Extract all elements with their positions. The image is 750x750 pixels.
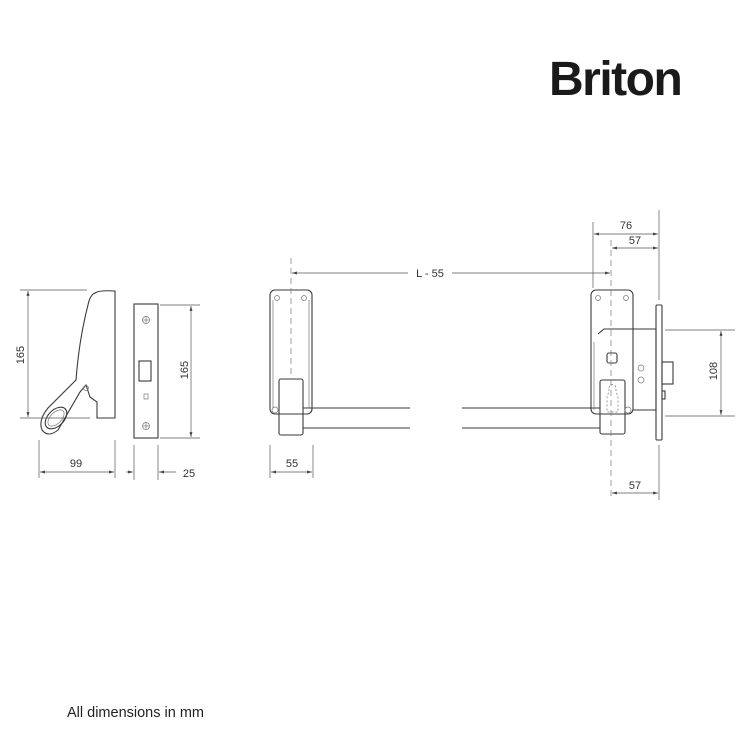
dim-handle-height: 165 [15,346,27,364]
dimensions-note: All dimensions in mm [67,705,204,721]
dim-handle-depth: 99 [70,458,82,470]
dim-lock-height: 108 [708,362,720,380]
dim-lock-backset-bottom: 57 [629,480,641,492]
handle-side-view [20,289,116,478]
dim-forend-height: 165 [179,361,191,379]
dim-lock-overall: 76 [620,220,632,232]
dim-pad-depth: 55 [286,458,298,470]
right-lock-unit [590,210,735,500]
push-bar [292,271,610,429]
forend-view [126,303,200,480]
dim-bar-length: L - 55 [416,268,444,280]
brand-logo: Briton [549,53,683,106]
left-pad-unit [269,258,314,478]
dim-forend-width: 25 [183,468,195,480]
dim-lock-backset-top: 57 [629,235,641,247]
